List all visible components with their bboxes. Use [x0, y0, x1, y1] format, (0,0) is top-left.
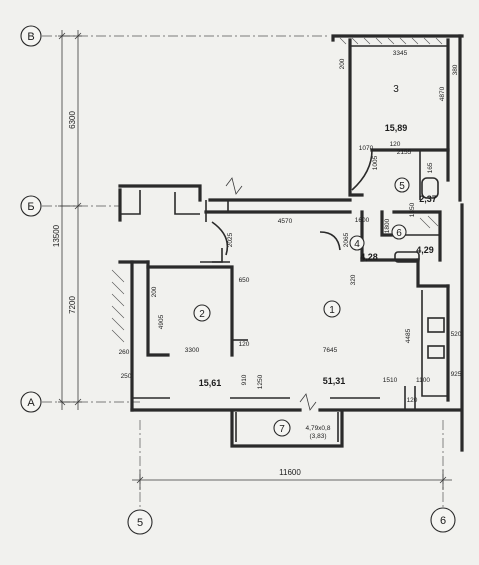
room-5-bubble — [394, 177, 410, 193]
room-7-number: 7 — [279, 424, 285, 435]
dim-4570: 4570 — [278, 218, 293, 225]
room-1-area: 51,31 — [323, 376, 346, 386]
dim-1800: 1800 — [384, 218, 391, 233]
door-swing-4 — [319, 231, 341, 251]
dim-320: 320 — [350, 274, 357, 285]
dim-165: 165 — [427, 162, 434, 173]
room-7-bubble — [273, 419, 291, 437]
dim-200-room2: 200 — [151, 286, 158, 297]
dim-120-b: 120 — [239, 341, 250, 348]
walls — [111, 34, 464, 452]
room-3: 3345 200 380 4870 3 15,89 1070 120 2155 … — [339, 50, 459, 173]
dim-520: 520 — [451, 331, 462, 338]
break-marks — [225, 177, 317, 411]
column-marker — [212, 248, 223, 263]
left-dimension-chain: 13500 6300 7200 — [52, 30, 82, 410]
dim-1510: 1510 — [383, 377, 398, 384]
dim-2065: 2065 — [343, 232, 350, 247]
door-swing-entry — [211, 221, 229, 256]
room-2-number: 2 — [199, 309, 205, 320]
room-6-number: 6 — [396, 228, 402, 239]
dim-upper-height: 6300 — [68, 111, 77, 129]
axis-bubble-5: 5 — [127, 509, 153, 535]
room-4-number: 4 — [354, 239, 360, 250]
dim-1350: 1350 — [409, 202, 416, 217]
stove-icon — [427, 317, 445, 333]
dim-1250: 1250 — [257, 374, 264, 389]
room-1-number: 1 — [329, 305, 335, 316]
door-swing-3 — [351, 149, 373, 191]
dim-1100: 1100 — [416, 377, 430, 384]
dim-910: 910 — [241, 374, 248, 385]
axis-bubble-a: А — [20, 391, 42, 413]
room-3-number: 3 — [393, 84, 399, 95]
room-1-bubble — [323, 300, 341, 318]
dim-3300: 3300 — [185, 347, 200, 354]
room-1: 1 7645 4485 320 910 1250 51,31 1510 1100… — [241, 274, 462, 404]
dim-3345: 3345 — [393, 50, 408, 57]
room-4-area: 4,28 — [360, 252, 378, 262]
dim-200-top: 200 — [339, 58, 346, 69]
dim-total-height: 13500 — [52, 224, 61, 247]
dim-120-a: 120 — [390, 141, 401, 148]
room-5-area: 2,37 — [419, 194, 437, 204]
room-6-area: 4,29 — [416, 245, 434, 255]
bathtub-icon — [394, 251, 420, 263]
room-3-area: 15,89 — [385, 123, 408, 133]
dim-2025: 2025 — [227, 232, 234, 247]
room-5-number: 5 — [399, 181, 405, 192]
axis-label-6: 6 — [440, 515, 446, 527]
axis-bubble-v: В — [20, 25, 42, 47]
axis-label-v: В — [27, 31, 34, 43]
room-7-area: 4,79x0,8 — [306, 425, 331, 432]
room-2-area: 15,61 — [199, 378, 222, 388]
sink-icon — [427, 345, 445, 359]
axis-bubble-6: 6 — [430, 507, 456, 533]
room-4: 4 2065 4,28 — [343, 232, 378, 262]
fixtures — [211, 149, 445, 359]
dim-1600: 1600 — [355, 217, 370, 224]
room-2: 650 200 4905 2 3300 120 260 250 15,61 — [119, 277, 250, 388]
dim-4485: 4485 — [405, 328, 412, 343]
dim-7645: 7645 — [323, 347, 338, 354]
room-7: 7 4,79x0,8 (3,83) — [273, 419, 331, 440]
dim-260: 260 — [119, 349, 130, 356]
dim-650: 650 — [239, 277, 250, 284]
dim-250: 250 — [121, 373, 132, 380]
room-6-bubble — [391, 224, 407, 240]
room-5: 5 2,37 — [394, 177, 437, 204]
axis-label-5: 5 — [137, 517, 143, 529]
room-4-bubble — [349, 235, 365, 251]
dim-4870: 4870 — [439, 86, 446, 101]
room-6: 6 1800 1350 4,29 — [384, 202, 434, 255]
dim-1070: 1070 — [359, 145, 374, 152]
dim-1005: 1005 — [372, 155, 379, 170]
axis-label-b: Б — [27, 201, 34, 213]
axis-label-a: А — [27, 397, 35, 409]
dim-380: 380 — [452, 64, 459, 75]
dim-120-c: 120 — [407, 397, 418, 404]
dim-925: 925 — [451, 371, 462, 378]
dim-lower-height: 7200 — [68, 296, 77, 314]
dim-2155: 2155 — [397, 149, 412, 156]
axis-bubble-b: Б — [20, 195, 42, 217]
dim-total-width: 11600 — [279, 468, 301, 477]
axis-grid: В Б А 5 6 — [20, 25, 456, 535]
bottom-dimension-chain: 11600 — [132, 468, 452, 490]
corridor-dims: 4570 1600 2025 — [227, 217, 370, 247]
dim-4905: 4905 — [158, 314, 165, 329]
room-7-area-sub: (3,83) — [310, 433, 327, 440]
room-2-bubble — [193, 304, 211, 322]
toilet-icon — [421, 177, 439, 199]
